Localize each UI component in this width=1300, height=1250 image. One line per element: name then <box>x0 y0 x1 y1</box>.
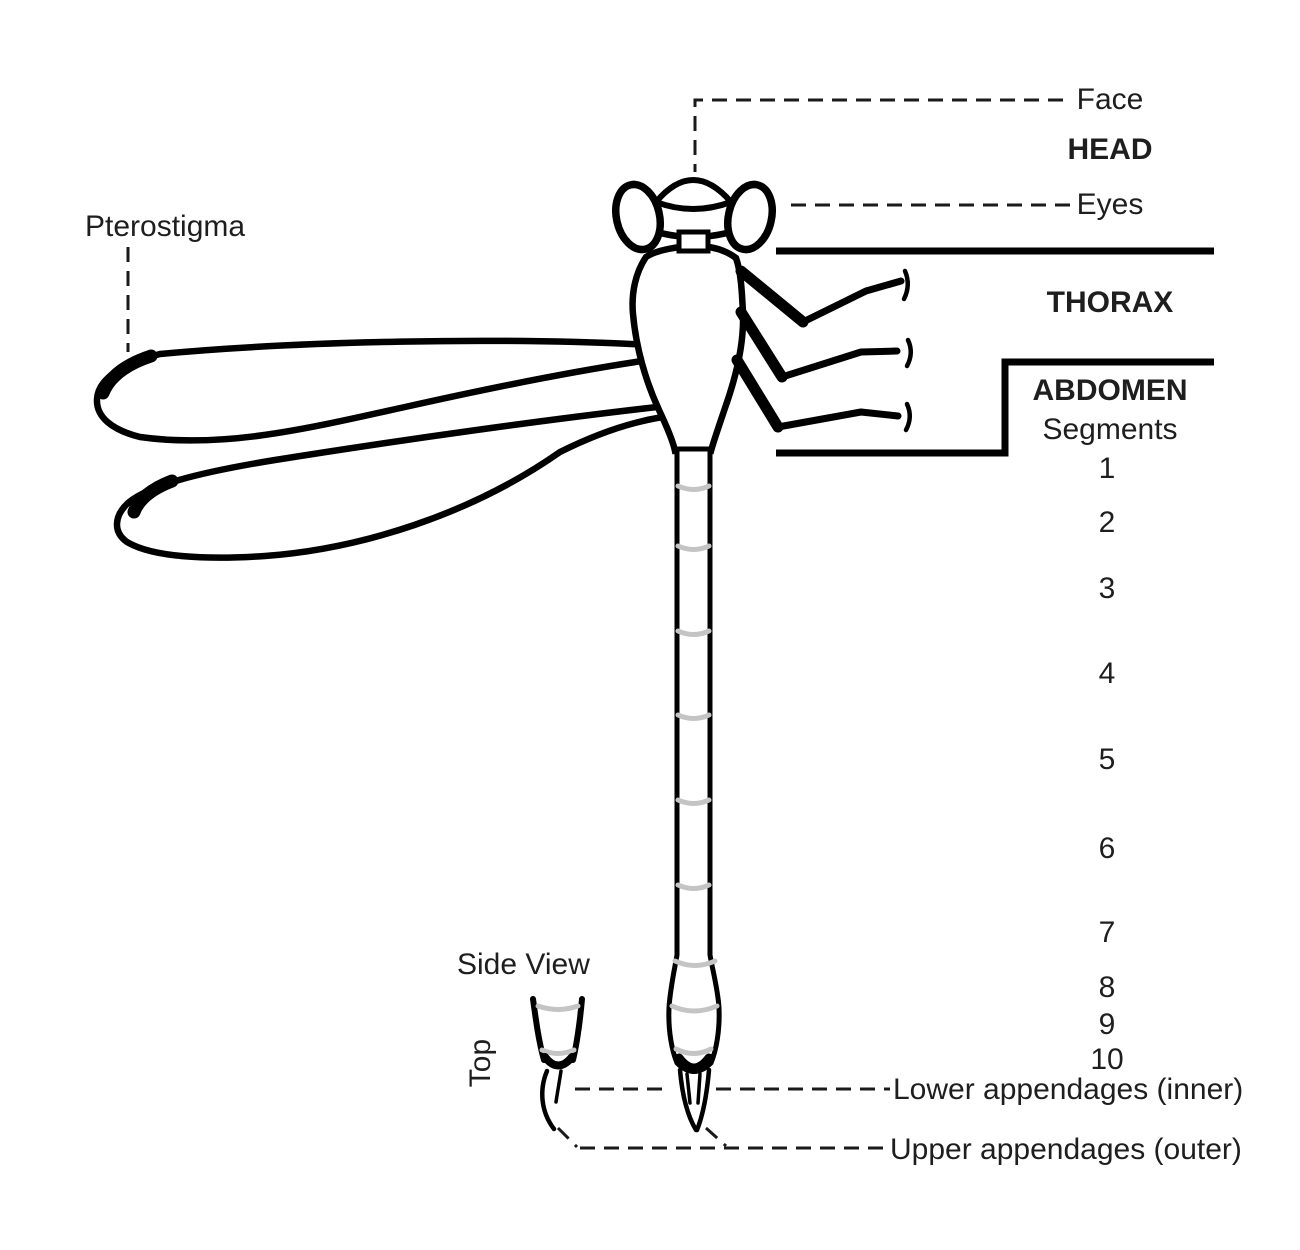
top-label: Top <box>464 1038 497 1088</box>
pterostigma-lower-mark <box>127 474 179 519</box>
leg-1 <box>735 265 910 328</box>
abdomen-tip-cap <box>674 1053 714 1073</box>
side-view-lower-appendage <box>554 1069 563 1104</box>
segment-number-3: 3 <box>1098 572 1116 605</box>
segment-number-9: 9 <box>1098 1008 1116 1041</box>
segment-number-10: 10 <box>1090 1043 1124 1076</box>
side-view-tip-cap <box>541 1053 576 1070</box>
side-view-label: Side View <box>457 948 590 981</box>
abdomen-tube <box>666 446 722 1074</box>
side-view-group <box>530 996 585 1132</box>
segment-number-2: 2 <box>1098 506 1116 539</box>
side-view-divider-1 <box>535 1003 581 1012</box>
segment-number-7: 7 <box>1098 916 1116 949</box>
leader-lines <box>126 98 1070 1150</box>
head-label: HEAD <box>1067 133 1153 166</box>
abdomen-appendages <box>677 1067 712 1133</box>
pterostigma-label: Pterostigma <box>85 210 246 243</box>
side-view-divider-2 <box>539 1047 577 1056</box>
leg-2 <box>735 306 913 383</box>
left-eye <box>612 180 664 254</box>
side-view-upper-appendage <box>540 1068 557 1132</box>
neck <box>676 229 711 254</box>
leg-3 <box>731 354 912 433</box>
thorax-shape <box>629 242 747 455</box>
thorax-abdomen-bracket <box>776 358 1214 457</box>
face-label: Face <box>1076 83 1144 116</box>
face-leader <box>693 98 1063 172</box>
eyes-label: Eyes <box>1076 188 1144 221</box>
segments-title: Segments <box>1042 413 1178 446</box>
outer-appendage-left <box>677 1067 699 1133</box>
inner-appendage-right <box>696 1072 702 1105</box>
abdomen-label: ABDOMEN <box>1032 374 1188 407</box>
pterostigma-upper-mark <box>96 349 158 400</box>
outer-appendage-right <box>694 1067 712 1133</box>
lower-wing <box>113 402 671 561</box>
lower-appendages-label: Lower appendages (inner) <box>893 1073 1244 1106</box>
upper-appendages-leader <box>556 1126 890 1150</box>
segment-number-1: 1 <box>1098 452 1116 485</box>
thorax-label: THORAX <box>1046 286 1174 319</box>
legs-group <box>731 265 913 433</box>
wings-group <box>93 337 671 561</box>
segment-number-4: 4 <box>1098 657 1116 690</box>
upper-wing <box>93 337 656 444</box>
head-group <box>612 177 776 254</box>
inner-appendage-left <box>685 1072 692 1105</box>
face-shape <box>650 177 737 212</box>
segment-number-8: 8 <box>1098 971 1116 1004</box>
segment-number-5: 5 <box>1098 743 1116 776</box>
segment-number-6: 6 <box>1098 832 1116 865</box>
upper-appendages-label: Upper appendages (outer) <box>890 1133 1242 1166</box>
abdomen-group <box>666 446 722 1133</box>
section-divider-lines <box>776 247 1214 457</box>
right-eye <box>724 180 776 254</box>
segment-dividers <box>669 483 720 1056</box>
